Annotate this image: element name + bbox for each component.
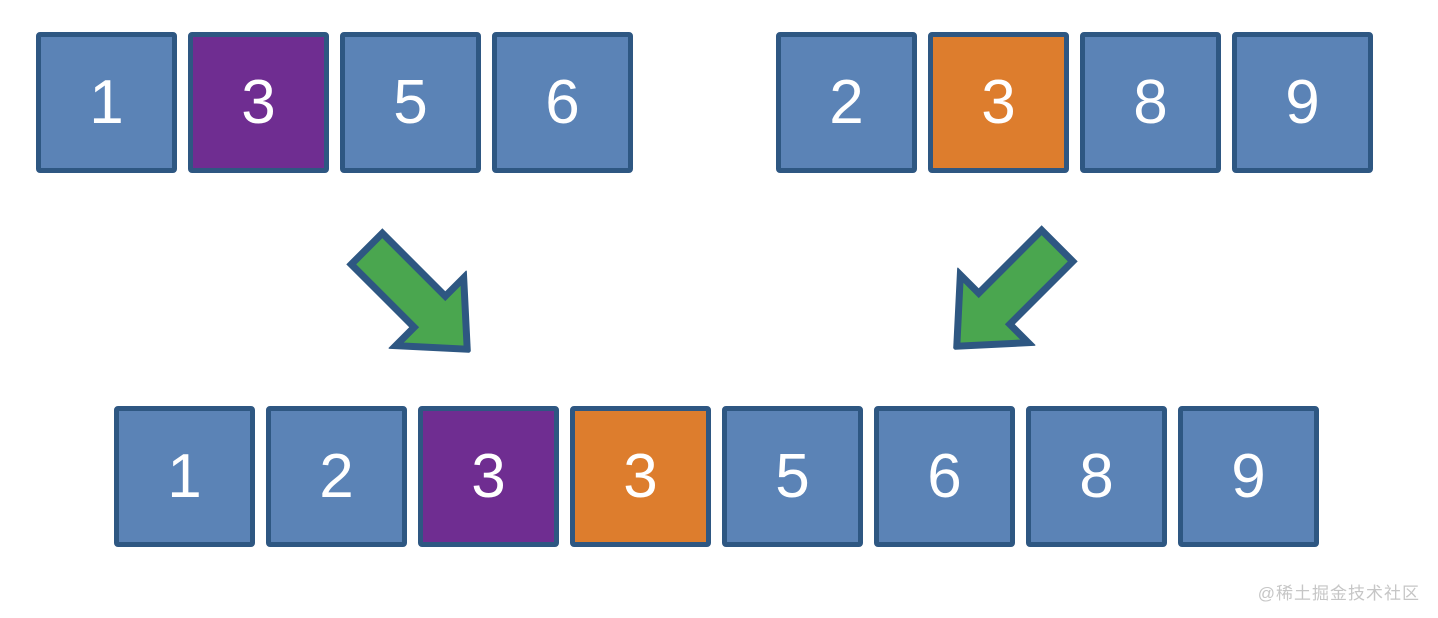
array-cell: 1 <box>36 32 177 173</box>
array-cell: 2 <box>776 32 917 173</box>
array-merged: 1 2 3 3 5 6 8 9 <box>114 406 1319 547</box>
array-cell: 2 <box>266 406 407 547</box>
array-cell: 8 <box>1080 32 1221 173</box>
array-cell: 6 <box>492 32 633 173</box>
merge-arrow-left <box>325 207 509 391</box>
array-cell: 6 <box>874 406 1015 547</box>
array-cell: 8 <box>1026 406 1167 547</box>
watermark: @稀土掘金技术社区 <box>1257 584 1420 603</box>
arrow-down-right-icon <box>346 228 471 353</box>
array-cell-highlight-purple: 3 <box>418 406 559 547</box>
array-cell: 9 <box>1232 32 1373 173</box>
array-source-left: 1 3 5 6 <box>36 32 633 173</box>
array-cell: 1 <box>114 406 255 547</box>
array-cell: 5 <box>340 32 481 173</box>
array-source-right: 2 3 8 9 <box>776 32 1373 173</box>
array-cell-highlight-purple: 3 <box>188 32 329 173</box>
array-cell-highlight-orange: 3 <box>928 32 1069 173</box>
array-cell: 9 <box>1178 406 1319 547</box>
array-cell-highlight-orange: 3 <box>570 406 711 547</box>
merge-arrow-right <box>915 204 1099 388</box>
arrow-down-left-icon <box>953 225 1078 350</box>
array-cell: 5 <box>722 406 863 547</box>
